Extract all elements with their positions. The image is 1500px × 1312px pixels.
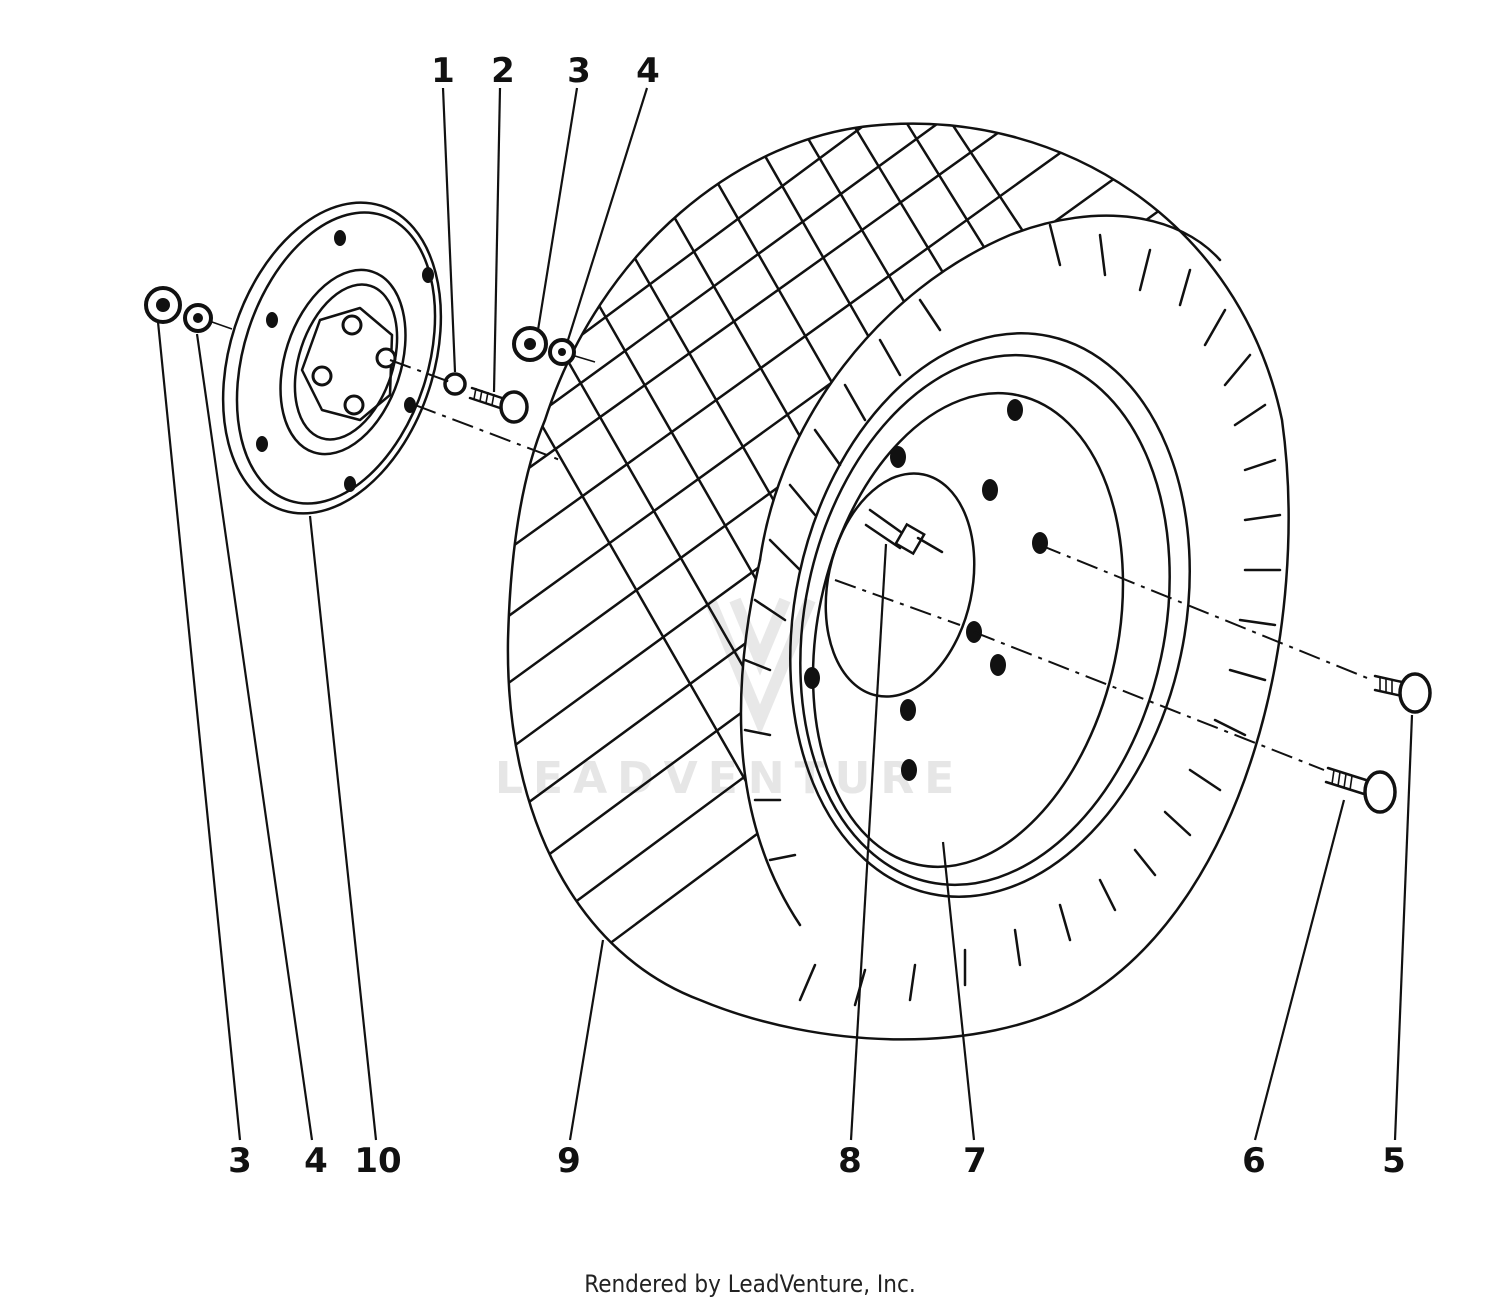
tire-sidewall-lugs [743, 223, 1282, 1007]
footer-credit: Rendered by LeadVenture, Inc. [584, 1270, 916, 1298]
hub-plate-bolt-holes [256, 230, 434, 492]
valve-stem [864, 508, 944, 556]
callout-4-top: 4 [636, 51, 660, 91]
bottom-callouts: 3 4 10 9 8 7 6 5 [228, 1141, 1406, 1181]
top-callouts: 1 2 3 4 [431, 51, 660, 91]
watermark-text: LEADVENTURE [495, 753, 964, 804]
lug-nut-left [144, 286, 182, 324]
hub-plate-studs [311, 314, 397, 416]
callout-6: 6 [1242, 1141, 1266, 1181]
hub-plate [221, 201, 443, 515]
lug-nut-top [512, 326, 548, 362]
callout-1: 1 [431, 51, 455, 91]
washer-top [548, 338, 576, 366]
carriage-bolt [468, 386, 529, 424]
washer-left [183, 303, 213, 333]
leader-lines [156, 87, 1414, 1141]
callout-5: 5 [1382, 1141, 1406, 1181]
wheel-rim [789, 332, 1191, 898]
wheel-bolt-lower [1324, 766, 1397, 814]
small-washer [443, 372, 467, 396]
assembly-center-lines [389, 359, 1373, 771]
callout-9: 9 [557, 1141, 581, 1181]
callout-7: 7 [963, 1141, 987, 1181]
callout-3-bottom: 3 [228, 1141, 252, 1181]
callout-10: 10 [354, 1141, 401, 1181]
callout-4-bottom: 4 [304, 1141, 328, 1181]
callout-2: 2 [491, 51, 515, 91]
watermark: LEADVENTURE [495, 597, 964, 804]
wheel-bolt-upper [1373, 672, 1432, 714]
callout-3-top: 3 [567, 51, 591, 91]
callout-8: 8 [838, 1141, 862, 1181]
rim-bolt-holes [804, 399, 1048, 781]
